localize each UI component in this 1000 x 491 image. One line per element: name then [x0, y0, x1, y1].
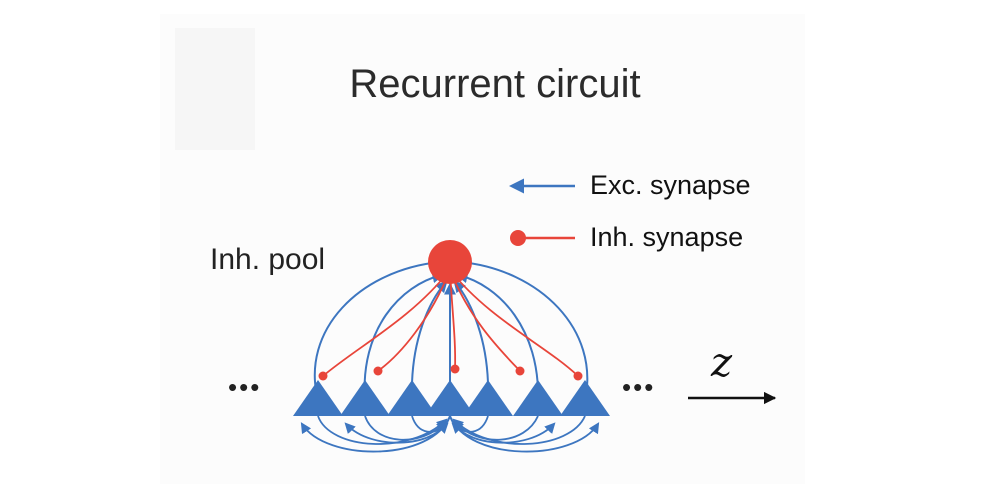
inh-synapse-dot — [450, 364, 460, 374]
legend-exc-label: Exc. synapse — [590, 170, 751, 200]
legend-inh-label: Inh. synapse — [590, 222, 744, 252]
exc-edge-to-pool — [453, 280, 490, 401]
lateral-edge — [317, 415, 448, 445]
lateral-edge — [452, 415, 586, 445]
inh-synapse-dot — [515, 366, 525, 376]
inhibitory-pool-label: Inh. pool — [210, 243, 326, 276]
inh-edge — [449, 269, 579, 377]
exc-edge-to-pool — [455, 271, 540, 401]
excitatory-neuron — [340, 380, 390, 416]
excitatory-neuron — [463, 380, 513, 416]
excitatory-neuron — [425, 380, 475, 416]
inh-edge — [449, 269, 521, 372]
inh-edge — [377, 269, 451, 372]
excitatory-neuron — [560, 380, 610, 416]
inhibitory-synapses — [318, 364, 583, 381]
excitatory-neuron-row — [293, 380, 610, 416]
inh-edge — [322, 269, 451, 377]
lateral-edge — [300, 415, 451, 453]
figure-title: Recurrent circuit — [349, 62, 641, 106]
excitatory-neuron — [513, 380, 563, 416]
inh-synapse-dot — [373, 366, 383, 376]
z-axis-label: z — [711, 340, 733, 386]
excitatory-neuron — [387, 380, 437, 416]
exc-edge-to-pool — [458, 257, 589, 401]
ellipsis-right: ••• — [622, 372, 656, 402]
lateral-excitatory-connections — [300, 415, 600, 453]
inhibitory-pool-node — [428, 240, 472, 284]
exc-edge-to-pool — [313, 256, 443, 401]
exc-edge-to-pool — [363, 271, 445, 401]
inh-synapse-dot — [573, 371, 583, 381]
excitatory-neuron — [293, 380, 343, 416]
legend-inh-dot — [510, 230, 526, 246]
exc-edge-to-pool — [410, 280, 448, 401]
background-patch — [175, 28, 255, 150]
inh-synapse-dot — [318, 371, 328, 381]
ellipsis-left: ••• — [228, 372, 262, 402]
lateral-edge — [449, 415, 600, 453]
